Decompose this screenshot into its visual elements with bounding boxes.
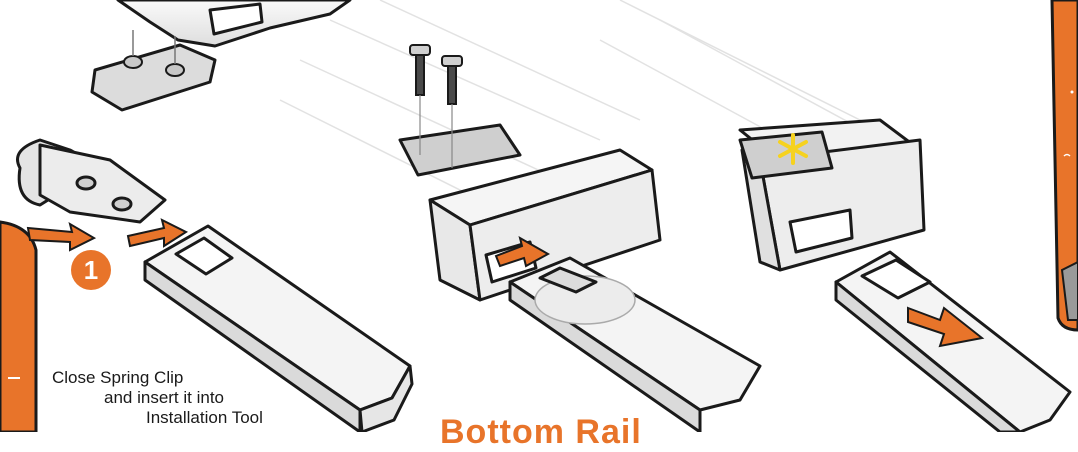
left-side-panel — [0, 222, 36, 432]
step-badge-1: 1 — [71, 250, 111, 290]
caption-line-2: and insert it into — [52, 388, 352, 408]
right-side-panel — [1052, 0, 1078, 330]
step-number-1: 1 — [84, 255, 98, 285]
top-bracket-part — [118, 0, 350, 46]
arrow-icon — [28, 220, 186, 250]
instruction-caption: Close Spring Clip and insert it into Ins… — [52, 368, 352, 428]
spring-clip — [18, 140, 166, 222]
rail-block-right — [740, 120, 924, 270]
caption-line-1: Close Spring Clip — [52, 368, 352, 388]
section-title: Bottom Rail — [440, 413, 642, 452]
installation-tool-middle — [510, 258, 760, 432]
caption-line-3: Installation Tool — [52, 408, 352, 428]
